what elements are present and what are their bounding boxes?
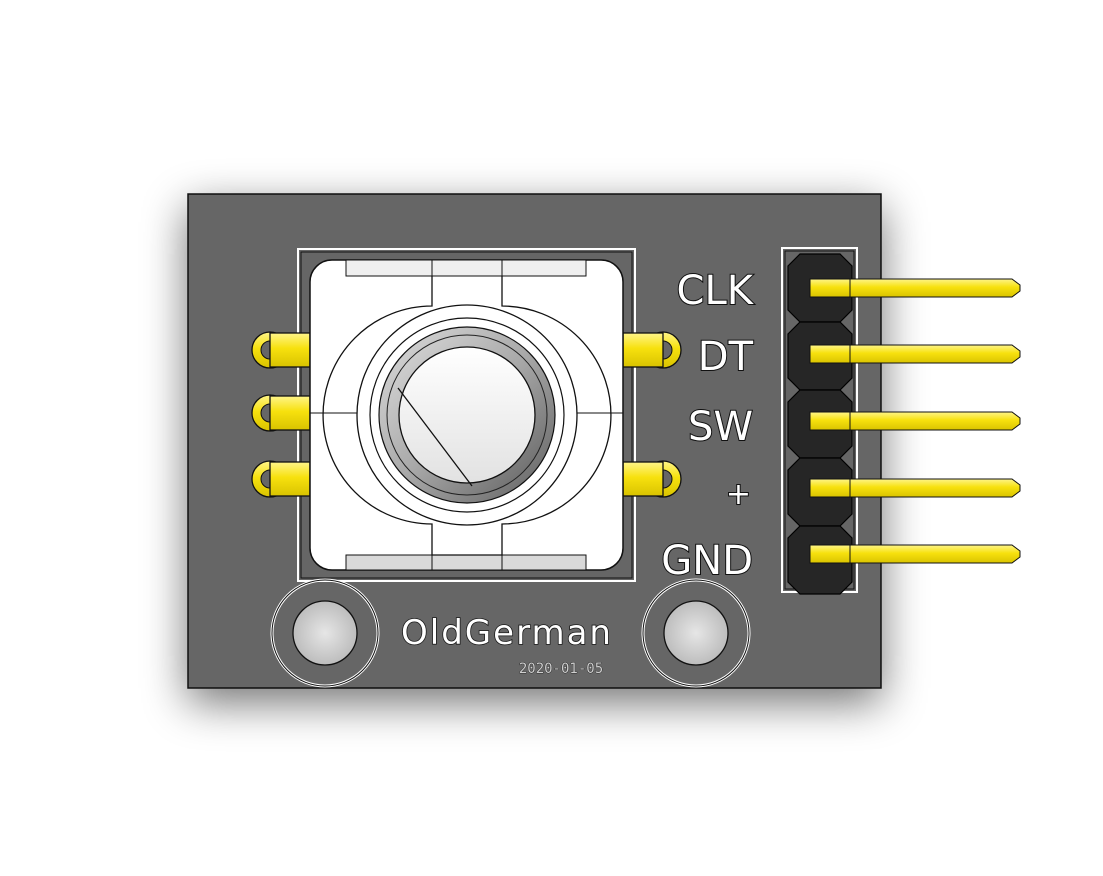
header-pin-dt (809, 344, 1021, 364)
pin-label-sw: SW (688, 404, 753, 450)
pin-label-clk: CLK (677, 268, 755, 314)
rotary-encoder-body (309, 259, 624, 571)
shaft-flat (397, 387, 473, 487)
brand-text: OldGerman (401, 613, 613, 653)
date-text: 2020-01-05 (519, 661, 603, 677)
pin-header (787, 253, 1021, 595)
header-pin-clk (809, 278, 1021, 298)
header-pin-gnd (809, 544, 1021, 564)
pin-label-plus: + (726, 477, 751, 512)
pin-label-dt: DT (698, 334, 754, 380)
mounting-hole-right (641, 578, 751, 688)
encoder-pads-left (251, 331, 311, 498)
mounting-hole-left (270, 578, 380, 688)
header-pin-sw (809, 411, 1021, 431)
header-pin-plus (809, 478, 1021, 498)
pin-label-gnd: GND (661, 538, 753, 584)
encoder-pads-right (622, 331, 682, 498)
